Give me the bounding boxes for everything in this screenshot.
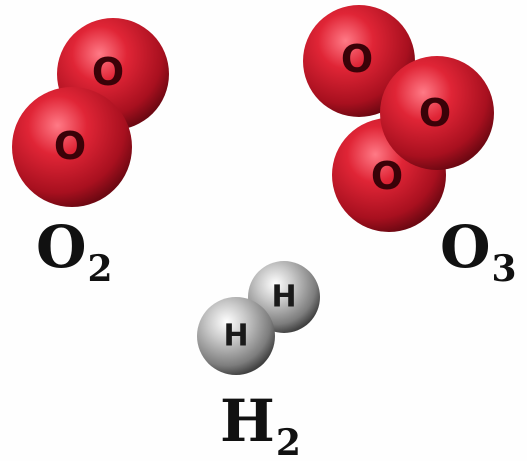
- h2-atom-bottom: H: [197, 297, 275, 375]
- o3-formula-subscript: 3: [491, 248, 517, 290]
- h2-atom-bottom-label: H: [223, 319, 248, 354]
- o2-formula: O2: [36, 218, 113, 287]
- o3-formula-symbol: O: [440, 213, 491, 281]
- h2-formula-subscript: 2: [275, 422, 301, 464]
- h2-formula: H2: [220, 392, 301, 461]
- o3-atom-bottom-label: O: [371, 154, 403, 198]
- o2-atom-bottom-label: O: [54, 124, 86, 168]
- h2-molecule: H H: [197, 261, 320, 375]
- o3-atom-top-label: O: [341, 37, 373, 81]
- o2-atom-top-label: O: [92, 50, 124, 94]
- o3-molecule: O O O: [303, 5, 494, 232]
- o2-molecule: O O: [12, 18, 169, 207]
- o2-atom-bottom: O: [12, 87, 132, 207]
- h2-formula-symbol: H: [220, 387, 275, 455]
- o2-formula-subscript: 2: [87, 248, 113, 290]
- o3-atom-middle: O: [380, 56, 494, 170]
- o3-atom-middle-label: O: [419, 91, 451, 135]
- o3-formula: O3: [440, 218, 517, 287]
- h2-atom-top-label: H: [271, 280, 296, 315]
- o2-formula-symbol: O: [36, 213, 87, 281]
